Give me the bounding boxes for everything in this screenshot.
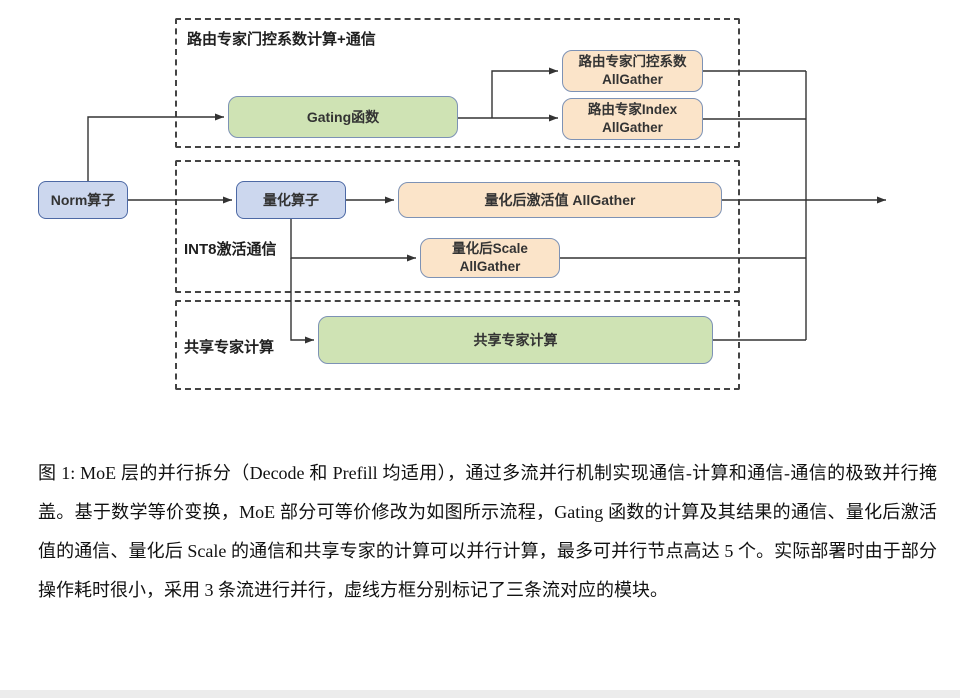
page-bottom-strip — [0, 690, 960, 698]
node-gating-function: Gating函数 — [228, 96, 458, 138]
group-routing-gating-label: 路由专家门控系数计算+通信 — [187, 31, 376, 48]
node-shared-expert-compute: 共享专家计算 — [318, 316, 713, 364]
figure-caption: 图 1: MoE 层的并行拆分（Decode 和 Prefill 均适用），通过… — [38, 463, 937, 600]
node-shared-expert-compute-label: 共享专家计算 — [473, 332, 558, 348]
moe-parallel-diagram: 路由专家门控系数计算+通信 INT8激活通信 共享专家计算 — [38, 18, 886, 390]
group-routing-gating-stream: 路由专家门控系数计算+通信 — [175, 18, 740, 148]
node-norm-op: Norm算子 — [38, 181, 128, 219]
node-routing-coef-allgather-line1: 路由专家门控系数 — [578, 54, 687, 70]
node-gating-function-label: Gating函数 — [306, 109, 380, 125]
node-quantize-op-label: 量化算子 — [263, 192, 319, 208]
node-quant-scale-allgather-line1: 量化后Scale — [452, 241, 528, 257]
node-quant-activation-allgather-label: 量化后激活值 AllGather — [484, 192, 636, 208]
node-routing-coef-allgather: 路由专家门控系数 AllGather — [562, 50, 703, 92]
group-int8-activation-stream: INT8激活通信 — [175, 160, 740, 293]
node-quant-scale-allgather-line2: AllGather — [459, 259, 521, 274]
group-int8-activation-label: INT8激活通信 — [184, 241, 277, 258]
node-quant-scale-allgather: 量化后Scale AllGather — [420, 238, 560, 278]
node-norm-op-label: Norm算子 — [50, 192, 116, 208]
group-shared-expert-stream: 共享专家计算 — [175, 300, 740, 390]
node-quantize-op: 量化算子 — [236, 181, 346, 219]
node-quant-activation-allgather: 量化后激活值 AllGather — [398, 182, 722, 218]
node-expert-index-allgather-line2: AllGather — [602, 120, 663, 135]
node-expert-index-allgather: 路由专家Index AllGather — [562, 98, 703, 140]
node-routing-coef-allgather-line2: AllGather — [602, 72, 663, 87]
node-expert-index-allgather-line1: 路由专家Index — [587, 102, 678, 118]
group-shared-expert-label: 共享专家计算 — [184, 339, 275, 356]
